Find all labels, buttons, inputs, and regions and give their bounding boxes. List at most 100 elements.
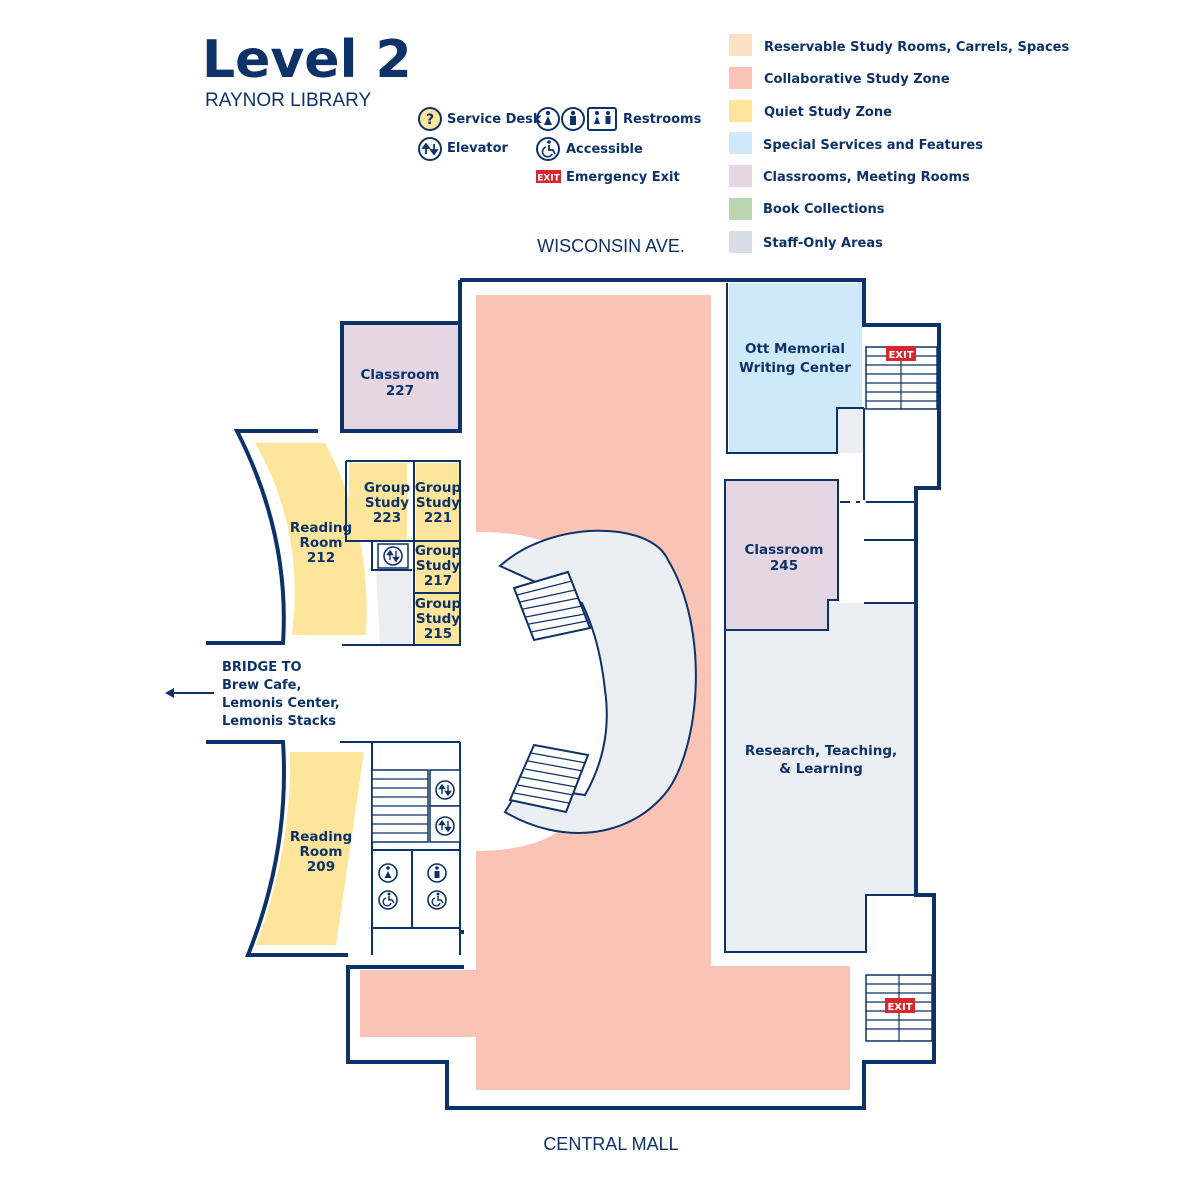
svg-text:?: ? (426, 112, 434, 128)
svg-text:Room: Room (299, 844, 342, 860)
swatch-books (729, 198, 752, 220)
svg-text:Study: Study (416, 495, 460, 511)
arrow-left-icon (165, 688, 214, 698)
label-classroom-227: Classroom 227 (361, 367, 440, 399)
swatch-special (729, 132, 752, 154)
label-group-study-223: Group Study 223 (364, 480, 411, 526)
group-study-221 (416, 463, 459, 541)
elevator-lobby (376, 570, 412, 645)
svg-text:Group: Group (415, 543, 462, 559)
swatch-quiet (729, 100, 752, 122)
swatch-classrooms (729, 165, 752, 187)
svg-text:Research, Teaching,: Research, Teaching, (745, 743, 897, 759)
library-name: RAYNOR LIBRARY (205, 90, 371, 111)
swatch-collaborative (729, 67, 752, 89)
page-title: Level 2 (202, 30, 412, 90)
svg-text:Study: Study (416, 558, 460, 574)
elevator-icon (418, 137, 442, 161)
atrium-stair-upper (512, 570, 592, 642)
lower-right-stair (865, 974, 933, 1042)
elevator-icon-lower-2 (435, 816, 455, 836)
label-ott-writing-center: Ott Memorial Writing Center (739, 341, 851, 376)
bridge-label: BRIDGE TO Brew Cafe, Lemonis Center, Lem… (222, 660, 340, 729)
svg-text:Group: Group (415, 596, 462, 612)
swatch-staff (729, 231, 752, 253)
legend-restrooms-label: Restrooms (623, 112, 702, 127)
lower-left-stair (371, 769, 429, 843)
svg-text:Group: Group (364, 480, 411, 496)
legend-special-label: Special Services and Features (763, 138, 983, 153)
street-bottom: CENTRAL MALL (543, 1134, 678, 1154)
collaborative-study-zone (360, 295, 850, 1090)
legend-emergency-exit-label: Emergency Exit (566, 170, 680, 185)
ott-center-walls (726, 283, 864, 454)
restroom-men-icon (427, 863, 447, 883)
icon-legend: ? Service Desk Restrooms Elevator Access… (418, 107, 702, 185)
svg-text:Ott Memorial: Ott Memorial (745, 341, 845, 357)
group-study-215 (416, 593, 459, 645)
svg-text:Study: Study (365, 495, 409, 511)
legend-books-label: Book Collections (763, 202, 885, 217)
legend-collaborative-label: Collaborative Study Zone (764, 72, 950, 87)
reading-room-212 (255, 443, 367, 635)
exit-sign-lower: EXIT (885, 998, 915, 1013)
svg-text:Lemonis Center,: Lemonis Center, (222, 696, 340, 711)
svg-text:215: 215 (424, 626, 452, 642)
color-legend: Reservable Study Rooms, Carrels, Spaces … (729, 34, 1069, 253)
atrium-stair-lower (508, 743, 590, 814)
group-study-walls (342, 460, 461, 646)
group-study-223 (349, 463, 407, 541)
legend-accessible-label: Accessible (566, 142, 643, 157)
accessible-icon (536, 137, 560, 161)
legend-quiet-label: Quiet Study Zone (764, 105, 892, 120)
svg-text:EXIT: EXIT (888, 350, 913, 361)
svg-text:Classroom: Classroom (361, 367, 440, 383)
svg-text:EXIT: EXIT (887, 1002, 912, 1013)
svg-text:Classroom: Classroom (745, 542, 824, 558)
group-study-217 (416, 541, 459, 593)
reading-room-209 (256, 752, 364, 945)
ott-writing-center (729, 283, 862, 453)
service-desk-icon: ? (418, 107, 442, 131)
legend-staff-label: Staff-Only Areas (763, 236, 883, 251)
legend-reservable-label: Reservable Study Rooms, Carrels, Spaces (764, 40, 1069, 55)
staff-closet (838, 408, 864, 453)
svg-text:Reading: Reading (290, 520, 352, 536)
svg-text:BRIDGE TO: BRIDGE TO (222, 660, 302, 675)
central-atrium (498, 529, 697, 834)
label-group-study-217: Group Study 217 (415, 543, 462, 589)
label-group-study-221: Group Study 221 (415, 480, 462, 526)
classroom-227 (344, 325, 459, 431)
exit-sign-icon: EXIT (536, 170, 561, 184)
legend-classrooms-label: Classrooms, Meeting Rooms (763, 170, 970, 185)
exit-sign-upper: EXIT (886, 346, 916, 361)
label-group-study-215: Group Study 215 (415, 596, 462, 642)
legend-elevator-label: Elevator (447, 141, 509, 156)
svg-text:Reading: Reading (290, 829, 352, 845)
svg-text:Room: Room (299, 535, 342, 551)
legend-exit-badge: EXIT (537, 174, 560, 184)
svg-text:Study: Study (416, 611, 460, 627)
svg-text:209: 209 (307, 859, 335, 875)
label-research-teaching-learning: Research, Teaching, & Learning (745, 743, 897, 777)
svg-text:& Learning: & Learning (779, 761, 863, 777)
restrooms-icon (536, 107, 617, 131)
label-reading-room-212: Reading Room 212 (290, 520, 352, 566)
svg-text:223: 223 (373, 510, 401, 526)
svg-text:Writing Center: Writing Center (739, 360, 851, 376)
research-walls (724, 480, 916, 953)
svg-text:Lemonis Stacks: Lemonis Stacks (222, 714, 336, 729)
accessible-icon-men (427, 890, 447, 910)
label-reading-room-209: Reading Room 209 (290, 829, 352, 875)
svg-text:221: 221 (424, 510, 452, 526)
elevator-icon-upper (383, 546, 403, 566)
accessible-icon-women (378, 890, 398, 910)
svg-text:Brew Cafe,: Brew Cafe, (222, 678, 301, 693)
svg-text:Group: Group (415, 480, 462, 496)
restroom-women-icon (378, 863, 398, 883)
svg-text:217: 217 (424, 573, 452, 589)
classroom-245 (725, 480, 838, 630)
swatch-reservable (729, 34, 752, 56)
elevator-upper (377, 543, 409, 569)
